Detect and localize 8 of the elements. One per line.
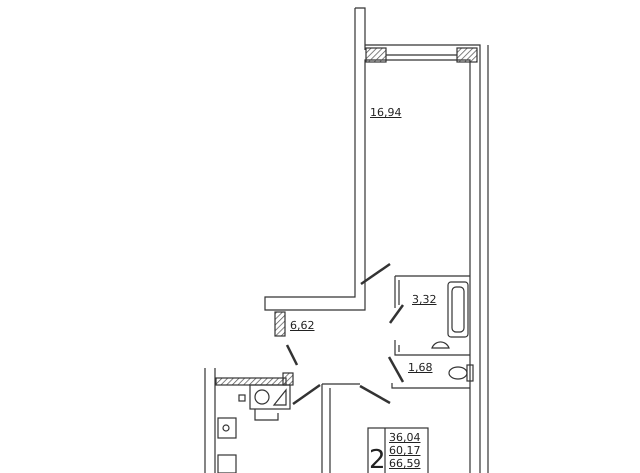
area-label: 6,62: [290, 320, 314, 332]
area-label: 66,59: [389, 458, 420, 470]
apartment-number: 2: [369, 446, 386, 473]
area-label: 3,32: [412, 294, 436, 306]
area-label: 16,94: [370, 107, 402, 119]
area-label: 1,68: [408, 362, 432, 374]
area-label: 60,17: [389, 445, 420, 457]
area-label: 36,04: [389, 432, 420, 444]
